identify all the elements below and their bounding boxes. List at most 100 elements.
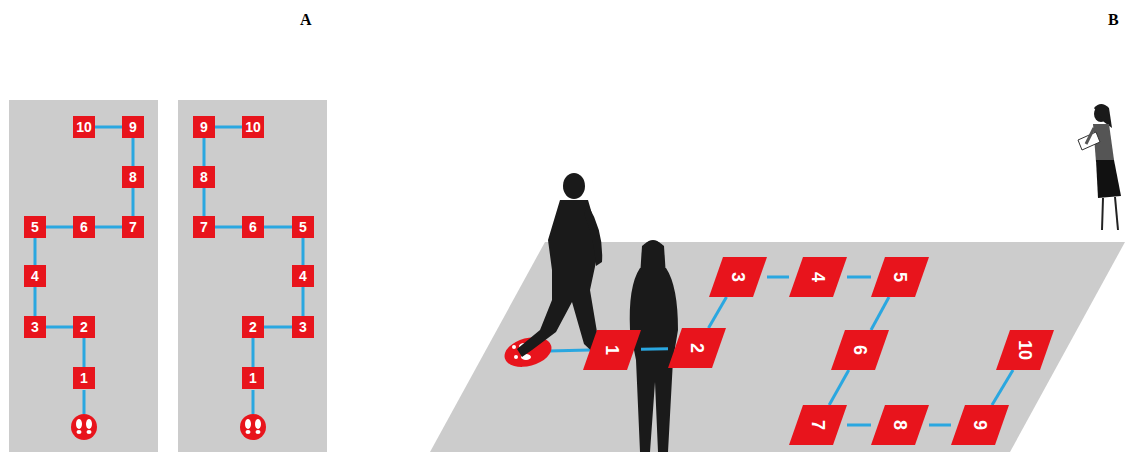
- step-number: 2: [688, 343, 706, 353]
- start-line: [252, 390, 255, 414]
- step-number: 9: [129, 120, 137, 134]
- path-line: [203, 188, 206, 216]
- step-number: 10: [76, 120, 92, 134]
- step-number: 4: [299, 269, 307, 283]
- start-line: [83, 390, 86, 414]
- step-number: 4: [809, 272, 827, 282]
- hop-square: 3: [24, 316, 46, 338]
- hop-square: 2: [242, 316, 264, 338]
- step-number: 6: [249, 220, 257, 234]
- step-number: 1: [249, 371, 257, 385]
- path-line: [34, 238, 37, 265]
- floor-square: 3: [709, 257, 767, 297]
- path-line: [46, 226, 73, 229]
- floor-square: 2: [668, 328, 726, 368]
- path-line: [302, 287, 305, 316]
- hop-square: 4: [24, 265, 46, 287]
- path-line: [132, 188, 135, 216]
- footprint-icon: [240, 414, 266, 440]
- path-line: [302, 238, 305, 265]
- floor-square: 6: [831, 330, 889, 370]
- path-line: [215, 226, 242, 229]
- footprint-icon: [71, 414, 97, 440]
- step-number: 7: [200, 220, 208, 234]
- floor-panel: [9, 100, 158, 452]
- step-number: 6: [80, 220, 88, 234]
- panel-letter: A: [300, 12, 312, 28]
- step-number: 7: [809, 420, 827, 430]
- path-line: [95, 126, 122, 129]
- path-line: [847, 424, 871, 427]
- path-line: [34, 287, 37, 316]
- observer-with-clipboard: [1078, 104, 1121, 230]
- path-line: [871, 297, 889, 330]
- floor-square: 4: [789, 257, 847, 297]
- step-number: 8: [891, 420, 909, 430]
- step-number: 1: [603, 345, 621, 355]
- step-number: 5: [299, 220, 307, 234]
- hop-square: 7: [122, 216, 144, 238]
- hop-square: 4: [292, 265, 314, 287]
- path-line: [83, 338, 86, 367]
- hop-square: 6: [73, 216, 95, 238]
- step-number: 3: [31, 320, 39, 334]
- step-number: 5: [891, 272, 909, 282]
- hop-square: 1: [73, 367, 95, 389]
- step-number: 2: [80, 320, 88, 334]
- hop-square: 10: [242, 116, 264, 138]
- step-number: 3: [299, 320, 307, 334]
- path-line: [132, 138, 135, 166]
- hop-square: 2: [73, 316, 95, 338]
- path-line: [992, 370, 1013, 405]
- floor-square: 1: [583, 330, 641, 370]
- step-number: 8: [200, 170, 208, 184]
- hop-square: 9: [193, 116, 215, 138]
- hop-square: 5: [292, 216, 314, 238]
- step-number: 2: [249, 320, 257, 334]
- path-line: [46, 326, 73, 329]
- path-line: [709, 297, 727, 328]
- floor-square: 8: [871, 405, 929, 445]
- step-number: 10: [245, 120, 261, 134]
- hop-square: 7: [193, 216, 215, 238]
- path-line: [215, 126, 242, 129]
- floor-square: 10: [996, 330, 1054, 370]
- path-line: [264, 326, 292, 329]
- hop-square: 10: [73, 116, 95, 138]
- walking-man-silhouette: [517, 173, 614, 357]
- hop-square: 6: [242, 216, 264, 238]
- step-number: 9: [971, 420, 989, 430]
- floor-panel: [178, 100, 327, 452]
- step-number: 8: [129, 170, 137, 184]
- path-line: [203, 138, 206, 166]
- hop-square: 5: [24, 216, 46, 238]
- hop-square: 3: [292, 316, 314, 338]
- path-line: [252, 338, 255, 367]
- path-line: [847, 276, 871, 279]
- step-number: 10: [1016, 340, 1034, 360]
- path-line: [95, 226, 122, 229]
- hop-square: 8: [122, 166, 144, 188]
- panel-letter: B: [1108, 12, 1119, 28]
- step-number: 7: [129, 220, 137, 234]
- step-number: 3: [729, 272, 747, 282]
- path-line: [264, 226, 292, 229]
- floor-square: 7: [789, 405, 847, 445]
- hop-square: 9: [122, 116, 144, 138]
- hop-square: 8: [193, 166, 215, 188]
- step-number: 1: [80, 371, 88, 385]
- step-number: 9: [200, 120, 208, 134]
- path-line: [767, 276, 789, 279]
- step-number: 5: [31, 220, 39, 234]
- step-number: 6: [851, 345, 869, 355]
- standing-woman-silhouette: [630, 240, 678, 452]
- floor-square: 9: [951, 405, 1009, 445]
- path-line: [829, 370, 849, 405]
- hop-square: 1: [242, 367, 264, 389]
- step-number: 4: [31, 269, 39, 283]
- floor-square: 5: [871, 257, 929, 297]
- path-line: [641, 347, 668, 351]
- start-line: [548, 350, 590, 351]
